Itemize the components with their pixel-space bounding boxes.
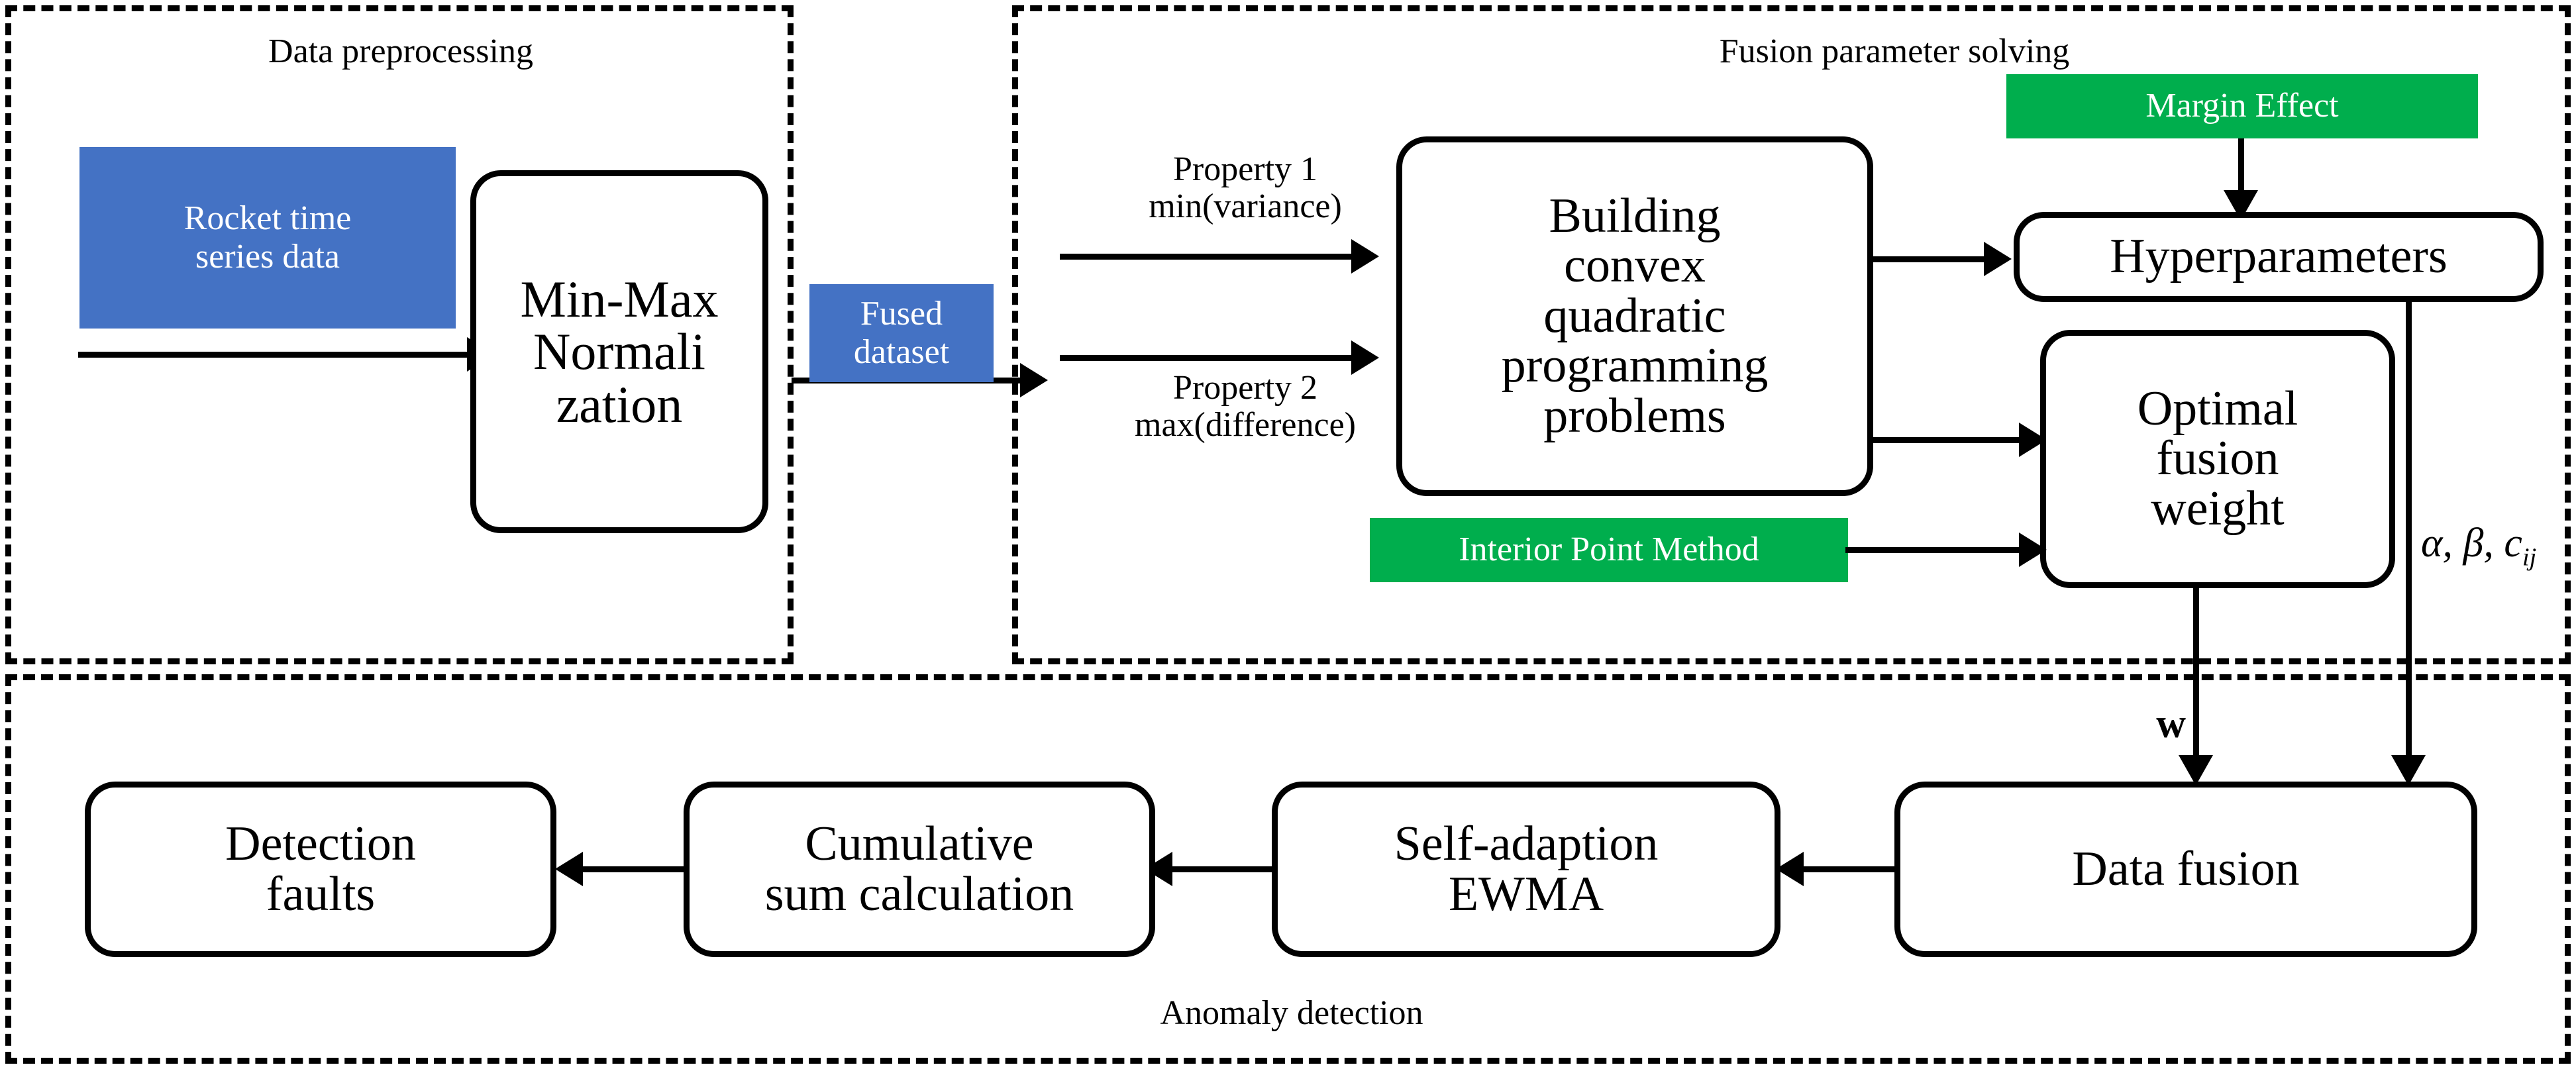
group-label-data-preprocessing: Data preprocessing <box>268 32 533 70</box>
edge-cumulative-sum-to-detection-faults <box>583 866 688 872</box>
node-hyperparameters: Hyperparameters <box>2014 212 2544 302</box>
node-label-data-fusion: Data fusion <box>2072 841 2300 896</box>
node-fused-dataset: Fused dataset <box>809 284 994 382</box>
node-cumulative-sum-calculation: Cumulative sum calculation <box>684 782 1155 957</box>
edge-label-weight-w: w <box>2156 701 2186 746</box>
node-interior-point-method: Interior Point Method <box>1370 518 1848 582</box>
greek-params-subscript: ij <box>2522 543 2537 572</box>
group-fusion-parameter-solving <box>1012 5 2571 664</box>
node-building-convex-qp: Building convex quadratic programming pr… <box>1396 136 1873 496</box>
arrowhead-hyperparameters-to-data-fusion <box>2391 755 2426 786</box>
node-label-detection-faults: Detection faults <box>225 817 416 921</box>
arrowhead-minmax-to-fused <box>1020 363 1048 397</box>
edge-label-greek-params: α, β, cij <box>2421 477 2573 572</box>
node-detection-faults: Detection faults <box>85 782 556 957</box>
group-anomaly-detection <box>5 674 2571 1064</box>
edge-label-property-2: Property 2 max(difference) <box>1135 369 1356 444</box>
node-label-interior-point-method: Interior Point Method <box>1459 531 1759 569</box>
edge-ewma-to-cumulative-sum <box>1172 866 1275 872</box>
edge-data-fusion-to-ewma <box>1804 866 1900 872</box>
edge-rocket-to-minmax <box>78 352 472 358</box>
edge-hyperparameters-to-data-fusion <box>2406 299 2412 768</box>
arrowhead-cumulative-sum-to-detection-faults <box>555 852 583 886</box>
edge-optimal-weight-to-data-fusion <box>2193 586 2199 768</box>
node-self-adaption-ewma: Self-adaption EWMA <box>1272 782 1780 957</box>
node-data-fusion: Data fusion <box>1894 782 2477 957</box>
edge-buildingqp-to-optimal-weight <box>1873 437 2032 443</box>
group-label-anomaly-detection: Anomaly detection <box>1160 994 1423 1032</box>
arrowhead-property1-to-building-qp <box>1351 239 1379 274</box>
greek-params-main: α, β, c <box>2421 520 2522 566</box>
arrowhead-interior-point-to-optimal-weight <box>2019 533 2047 567</box>
arrowhead-property2-to-building-qp <box>1351 340 1379 375</box>
arrowhead-buildingqp-to-hyperparameters <box>1984 242 2012 276</box>
edge-buildingqp-to-hyperparameters <box>1873 256 1999 262</box>
node-label-min-max-normalization: Min-Max Normali zation <box>520 270 719 433</box>
node-label-hyperparameters: Hyperparameters <box>2110 229 2447 284</box>
node-label-optimal-fusion-weight: Optimal fusion weight <box>2137 381 2298 536</box>
node-margin-effect: Margin Effect <box>2006 74 2478 138</box>
edge-label-property-1: Property 1 min(variance) <box>1149 150 1342 226</box>
edge-interior-point-to-optimal-weight <box>1845 547 2032 553</box>
arrowhead-data-fusion-to-ewma <box>1776 852 1804 886</box>
node-optimal-fusion-weight: Optimal fusion weight <box>2040 330 2395 588</box>
node-label-rocket-time-series-data: Rocket time series data <box>183 199 352 276</box>
node-min-max-normalization: Min-Max Normali zation <box>470 170 768 533</box>
group-data-preprocessing <box>5 5 794 664</box>
edge-property1-to-building-qp <box>1060 254 1365 260</box>
group-label-fusion-parameter-solving: Fusion parameter solving <box>1719 32 2070 70</box>
node-label-building-convex-qp: Building convex quadratic programming pr… <box>1501 188 1769 443</box>
node-label-cumulative-sum-calculation: Cumulative sum calculation <box>764 817 1074 921</box>
node-label-fused-dataset: Fused dataset <box>853 294 950 371</box>
node-label-margin-effect: Margin Effect <box>2145 87 2339 125</box>
node-rocket-time-series-data: Rocket time series data <box>79 147 456 329</box>
edge-margin-effect-to-hyperparameters <box>2238 138 2244 200</box>
node-label-self-adaption-ewma: Self-adaption EWMA <box>1394 817 1659 921</box>
arrowhead-optimal-weight-to-data-fusion <box>2179 755 2213 786</box>
edge-property2-to-building-qp <box>1060 355 1365 361</box>
